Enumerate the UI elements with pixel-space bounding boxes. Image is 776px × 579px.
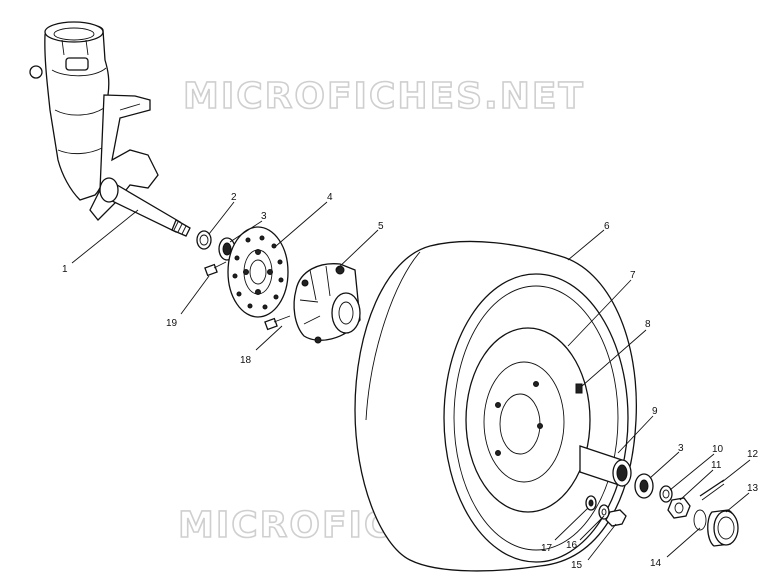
o-ring-14 bbox=[693, 509, 707, 531]
valve-stem bbox=[575, 383, 583, 394]
callout-14: 14 bbox=[650, 558, 662, 569]
callout-16: 16 bbox=[566, 540, 578, 551]
seal bbox=[196, 230, 212, 250]
lug-washer-16 bbox=[598, 504, 610, 520]
callout-7: 7 bbox=[630, 270, 636, 281]
castle-nut-11 bbox=[667, 497, 691, 519]
callout-17: 17 bbox=[541, 543, 553, 554]
callout-11: 11 bbox=[711, 460, 722, 471]
wheel-stud-17 bbox=[585, 495, 597, 511]
wheel-hub bbox=[293, 263, 361, 344]
dust-cap-13 bbox=[707, 509, 739, 547]
rim bbox=[465, 327, 591, 513]
watermark-top: MICROFICHES.NET bbox=[183, 76, 585, 117]
callout-10: 10 bbox=[712, 444, 724, 455]
lug-nut-15 bbox=[605, 509, 627, 527]
callout-1: 1 bbox=[62, 264, 68, 275]
callout-2: 2 bbox=[231, 192, 237, 203]
callout-19: 19 bbox=[166, 318, 178, 329]
washer-10 bbox=[659, 485, 673, 503]
brake-disc bbox=[227, 226, 289, 318]
callout-labels: 1 2 3 4 5 6 7 8 9 3 10 11 12 13 14 15 16… bbox=[62, 192, 759, 571]
cotter-pin-12 bbox=[699, 479, 725, 501]
bearing-outer bbox=[634, 473, 654, 499]
callout-6: 6 bbox=[604, 221, 610, 232]
callout-15: 15 bbox=[571, 560, 583, 571]
callout-3-outer: 3 bbox=[678, 443, 684, 454]
callout-4: 4 bbox=[327, 192, 333, 203]
callout-12: 12 bbox=[747, 449, 759, 460]
callout-18: 18 bbox=[240, 355, 252, 366]
hub-bolt-18 bbox=[264, 315, 291, 331]
callout-8: 8 bbox=[645, 319, 651, 330]
callout-5: 5 bbox=[378, 221, 384, 232]
callout-9: 9 bbox=[652, 406, 658, 417]
callout-3: 3 bbox=[261, 211, 267, 222]
leader-lines bbox=[71, 201, 751, 561]
callout-13: 13 bbox=[747, 483, 759, 494]
spindle-strut bbox=[29, 21, 191, 237]
disc-bolt-19 bbox=[204, 261, 227, 277]
spacer-sleeve bbox=[579, 445, 632, 487]
